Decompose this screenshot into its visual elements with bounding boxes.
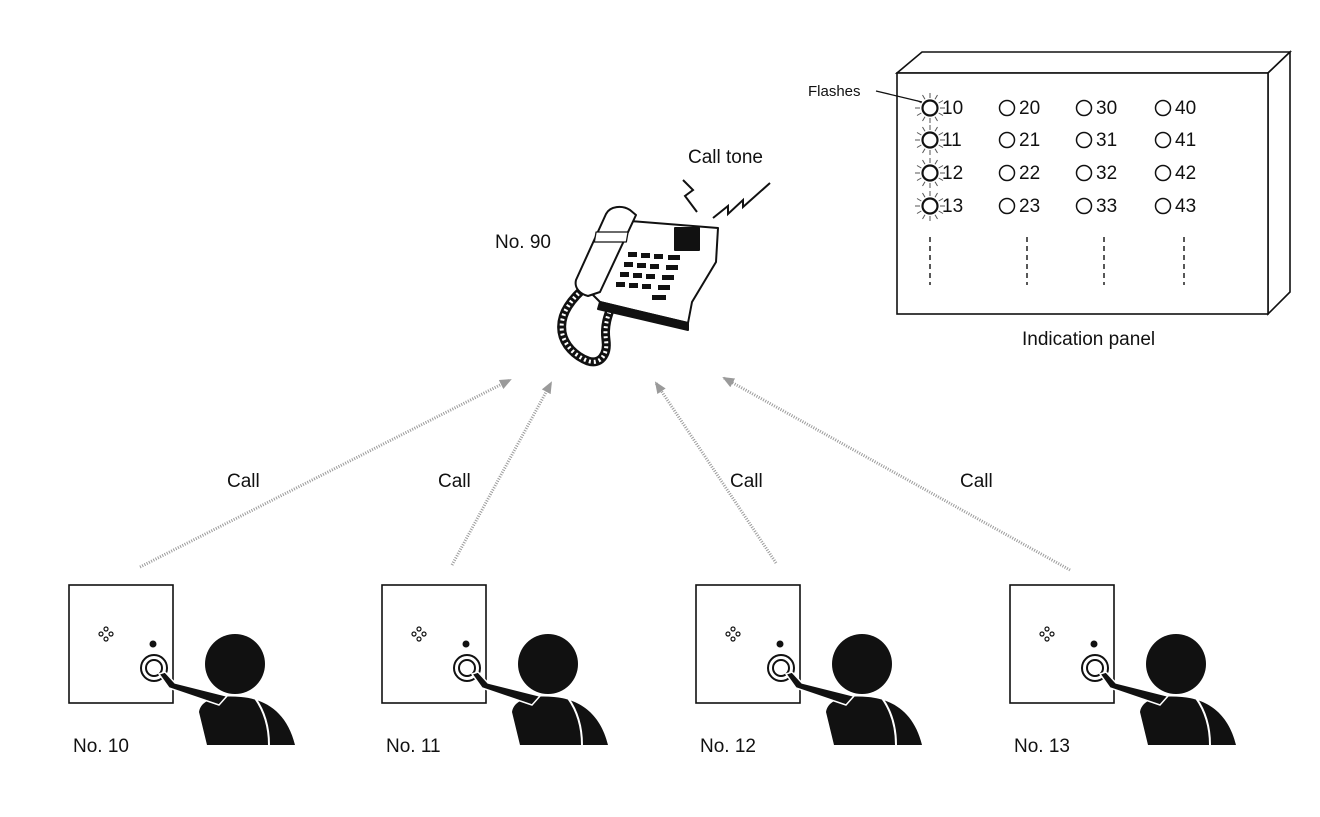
speaker-icon <box>1039 626 1055 642</box>
caller-silhouette <box>784 634 922 746</box>
call-arrows: Call Call Call Call <box>139 376 1071 572</box>
station-label: No. 13 <box>1014 736 1070 757</box>
call-tone-label: Call tone <box>688 147 763 168</box>
call-button <box>145 659 163 677</box>
panel-lamp-number: 11 <box>942 130 962 151</box>
call-button <box>458 659 476 677</box>
door-stations: No. 10 No. 11 No. 12 No. 13 <box>68 584 1236 757</box>
door-station-plate <box>68 584 174 704</box>
caller-silhouette <box>1098 634 1236 746</box>
tone-zigzag-left <box>682 179 698 213</box>
call-arrow-label: Call <box>438 471 471 492</box>
indicator-dot-icon <box>462 640 470 648</box>
station-label: No. 10 <box>73 736 129 757</box>
panel-lamp-number: 33 <box>1096 196 1117 217</box>
call-arrow <box>654 381 778 564</box>
panel-lamp <box>1075 164 1093 182</box>
panel-lamp-number: 21 <box>1019 130 1040 151</box>
panel-side-face <box>1267 50 1291 316</box>
panel-lamp <box>1154 197 1172 215</box>
panel-lamp-number: 23 <box>1019 196 1040 217</box>
panel-lamp-number: 13 <box>942 196 963 217</box>
panel-lamp-number: 22 <box>1019 163 1040 184</box>
panel-lamp <box>1154 99 1172 117</box>
call-arrow-label: Call <box>227 471 260 492</box>
door-station: No. 13 <box>1009 584 1236 757</box>
panel-lamp-number: 20 <box>1019 98 1040 119</box>
phone-label: No. 90 <box>495 232 551 253</box>
panel-lamp-number: 42 <box>1175 163 1196 184</box>
door-station: No. 10 <box>68 584 295 757</box>
panel-lamp <box>1075 99 1093 117</box>
panel-lamp <box>921 164 939 182</box>
flash-rays <box>915 125 945 155</box>
panel-continuation-lines <box>929 237 1185 285</box>
flash-rays <box>915 158 945 188</box>
call-arrow <box>139 378 512 569</box>
tone-zigzag-right <box>712 182 771 219</box>
panel-lamp <box>1154 164 1172 182</box>
panel-lamp-number: 30 <box>1096 98 1117 119</box>
door-station-plate <box>1009 584 1115 704</box>
station-label: No. 12 <box>700 736 756 757</box>
indicator-dot-icon <box>1090 640 1098 648</box>
panel-lamp <box>998 131 1016 149</box>
station-label: No. 11 <box>386 736 441 757</box>
indicator-dot-icon <box>149 640 157 648</box>
flash-rays <box>915 191 945 221</box>
phone-cord-coil <box>559 288 614 364</box>
phone-keypad <box>616 252 680 300</box>
call-arrow <box>722 376 1071 572</box>
flash-rays <box>915 93 945 123</box>
call-arrow-label: Call <box>730 471 763 492</box>
speaker-icon <box>725 626 741 642</box>
panel-top-face <box>894 51 1292 74</box>
call-arrow-label: Call <box>960 471 993 492</box>
door-station: No. 12 <box>695 584 922 757</box>
call-tone-signal <box>682 179 771 219</box>
panel-lamp <box>998 197 1016 215</box>
phone-speaker-grille <box>674 227 700 251</box>
door-station: No. 11 <box>381 584 608 757</box>
caller-silhouette <box>157 634 295 746</box>
flashes-label: Flashes <box>808 83 861 100</box>
panel-lamp <box>998 99 1016 117</box>
panel-lamp-number: 12 <box>942 163 963 184</box>
panel-caption: Indication panel <box>1022 329 1155 350</box>
caller-silhouette <box>470 634 608 746</box>
phone-handset <box>574 205 637 297</box>
panel-lamp-number: 32 <box>1096 163 1117 184</box>
panel-lamp <box>921 99 939 117</box>
panel-lamp-number: 41 <box>1175 130 1196 151</box>
speaker-icon <box>98 626 114 642</box>
call-button <box>1086 659 1104 677</box>
call-button <box>772 659 790 677</box>
panel-lamp <box>921 131 939 149</box>
door-station-plate <box>381 584 487 704</box>
panel-lamp <box>998 164 1016 182</box>
panel-lamp-number: 31 <box>1096 130 1117 151</box>
panel-lamp <box>1075 131 1093 149</box>
flashes-leader-line <box>875 90 923 103</box>
door-station-plate <box>695 584 801 704</box>
telephone-unit <box>557 205 719 367</box>
panel-lamp <box>921 197 939 215</box>
panel-lamp <box>1075 197 1093 215</box>
phone-display <box>593 231 629 243</box>
speaker-icon <box>411 626 427 642</box>
phone-base-front-edge <box>597 301 689 331</box>
indication-panel: 10 11 12 13 20 21 22 23 30 31 32 33 40 41 42 43 Flashes… <box>808 50 1292 350</box>
indicator-dot-icon <box>776 640 784 648</box>
call-arrow <box>450 381 553 566</box>
panel-lamp <box>1154 131 1172 149</box>
panel-lamp-grid: 10 11 12 13 20 21 22 23 30 31 32 33 40 41 42 43 <box>915 93 1196 221</box>
panel-lamp-number: 43 <box>1175 196 1196 217</box>
panel-lamp-number: 10 <box>942 98 963 119</box>
panel-lamp-number: 40 <box>1175 98 1196 119</box>
